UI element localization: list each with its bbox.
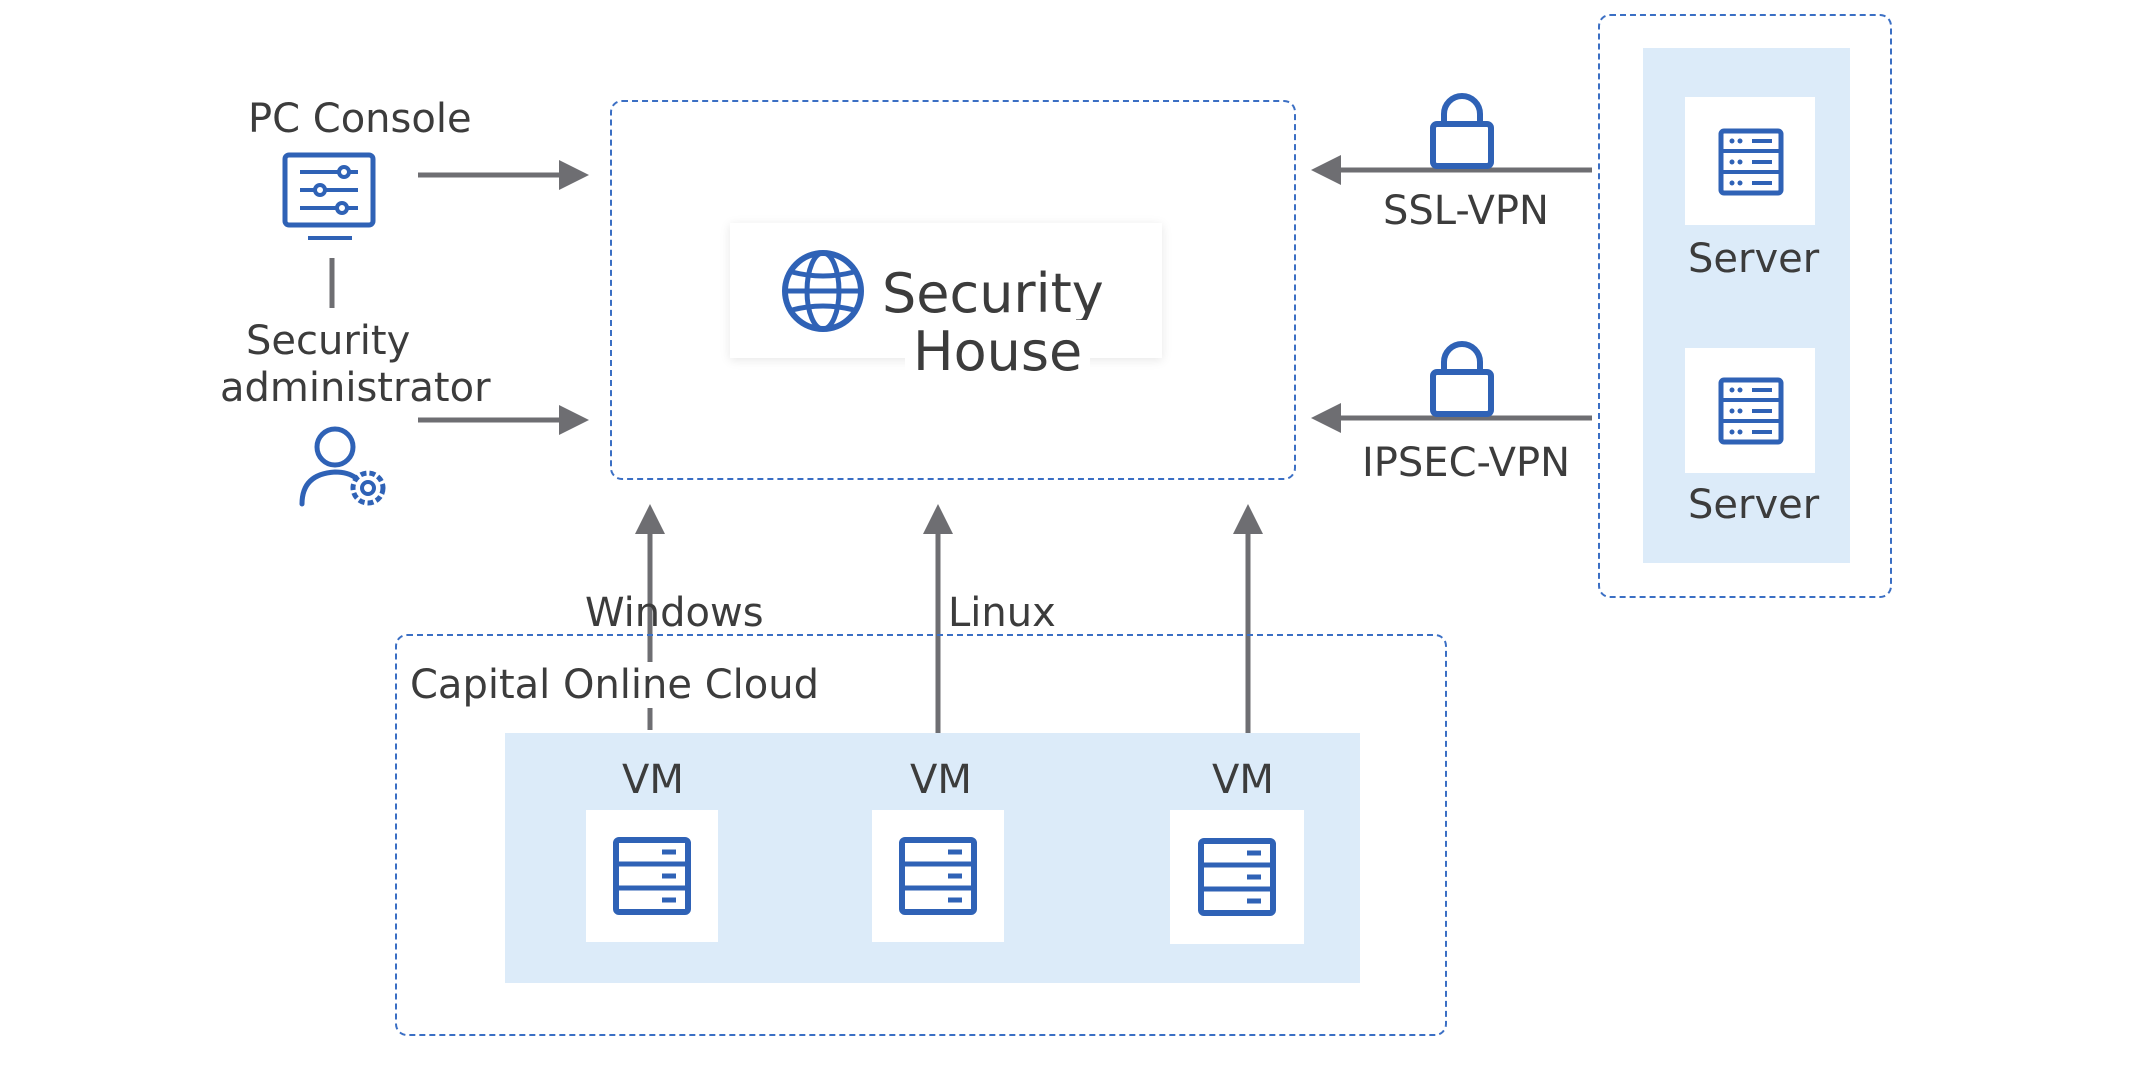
cloud-label: Capital Online Cloud — [410, 662, 825, 708]
vm-label-1: VM — [622, 757, 684, 803]
globe-icon — [782, 250, 864, 332]
vm-label-2: VM — [910, 757, 972, 803]
pc-console-icon — [282, 152, 376, 240]
vm-tile-3 — [1170, 810, 1304, 944]
linux-label: Linux — [948, 590, 1056, 636]
security-house-title-line1: Security — [882, 262, 1104, 325]
server-tile-2 — [1685, 348, 1815, 473]
ssl-vpn-label: SSL-VPN — [1383, 188, 1549, 234]
server-group-boundary — [1598, 14, 1892, 598]
admin-user-gear-icon — [299, 426, 386, 507]
security-house-title-line2: House — [905, 320, 1091, 383]
admin-label-line1: Security — [246, 318, 411, 364]
ipsec-lock-icon — [1430, 341, 1494, 417]
server-icon — [1718, 377, 1784, 445]
vm-server-icon — [899, 837, 977, 915]
ipsec-vpn-label: IPSEC-VPN — [1362, 440, 1571, 486]
ssl-lock-icon — [1430, 93, 1494, 169]
server-tile-1 — [1685, 97, 1815, 225]
pc-console-label: PC Console — [248, 96, 472, 142]
cloud-boundary — [395, 634, 1447, 1036]
vm-tile-2 — [872, 810, 1004, 942]
vm-tile-1 — [586, 810, 718, 942]
server-label-2: Server — [1688, 482, 1820, 528]
windows-label: Windows — [585, 590, 764, 636]
server-label-1: Server — [1688, 236, 1820, 282]
vm-server-icon — [613, 837, 691, 915]
vm-label-3: VM — [1212, 757, 1274, 803]
admin-label-line2: administrator — [220, 365, 491, 411]
security-house-boundary — [610, 100, 1296, 480]
server-icon — [1718, 128, 1784, 196]
vm-server-icon — [1198, 838, 1276, 916]
